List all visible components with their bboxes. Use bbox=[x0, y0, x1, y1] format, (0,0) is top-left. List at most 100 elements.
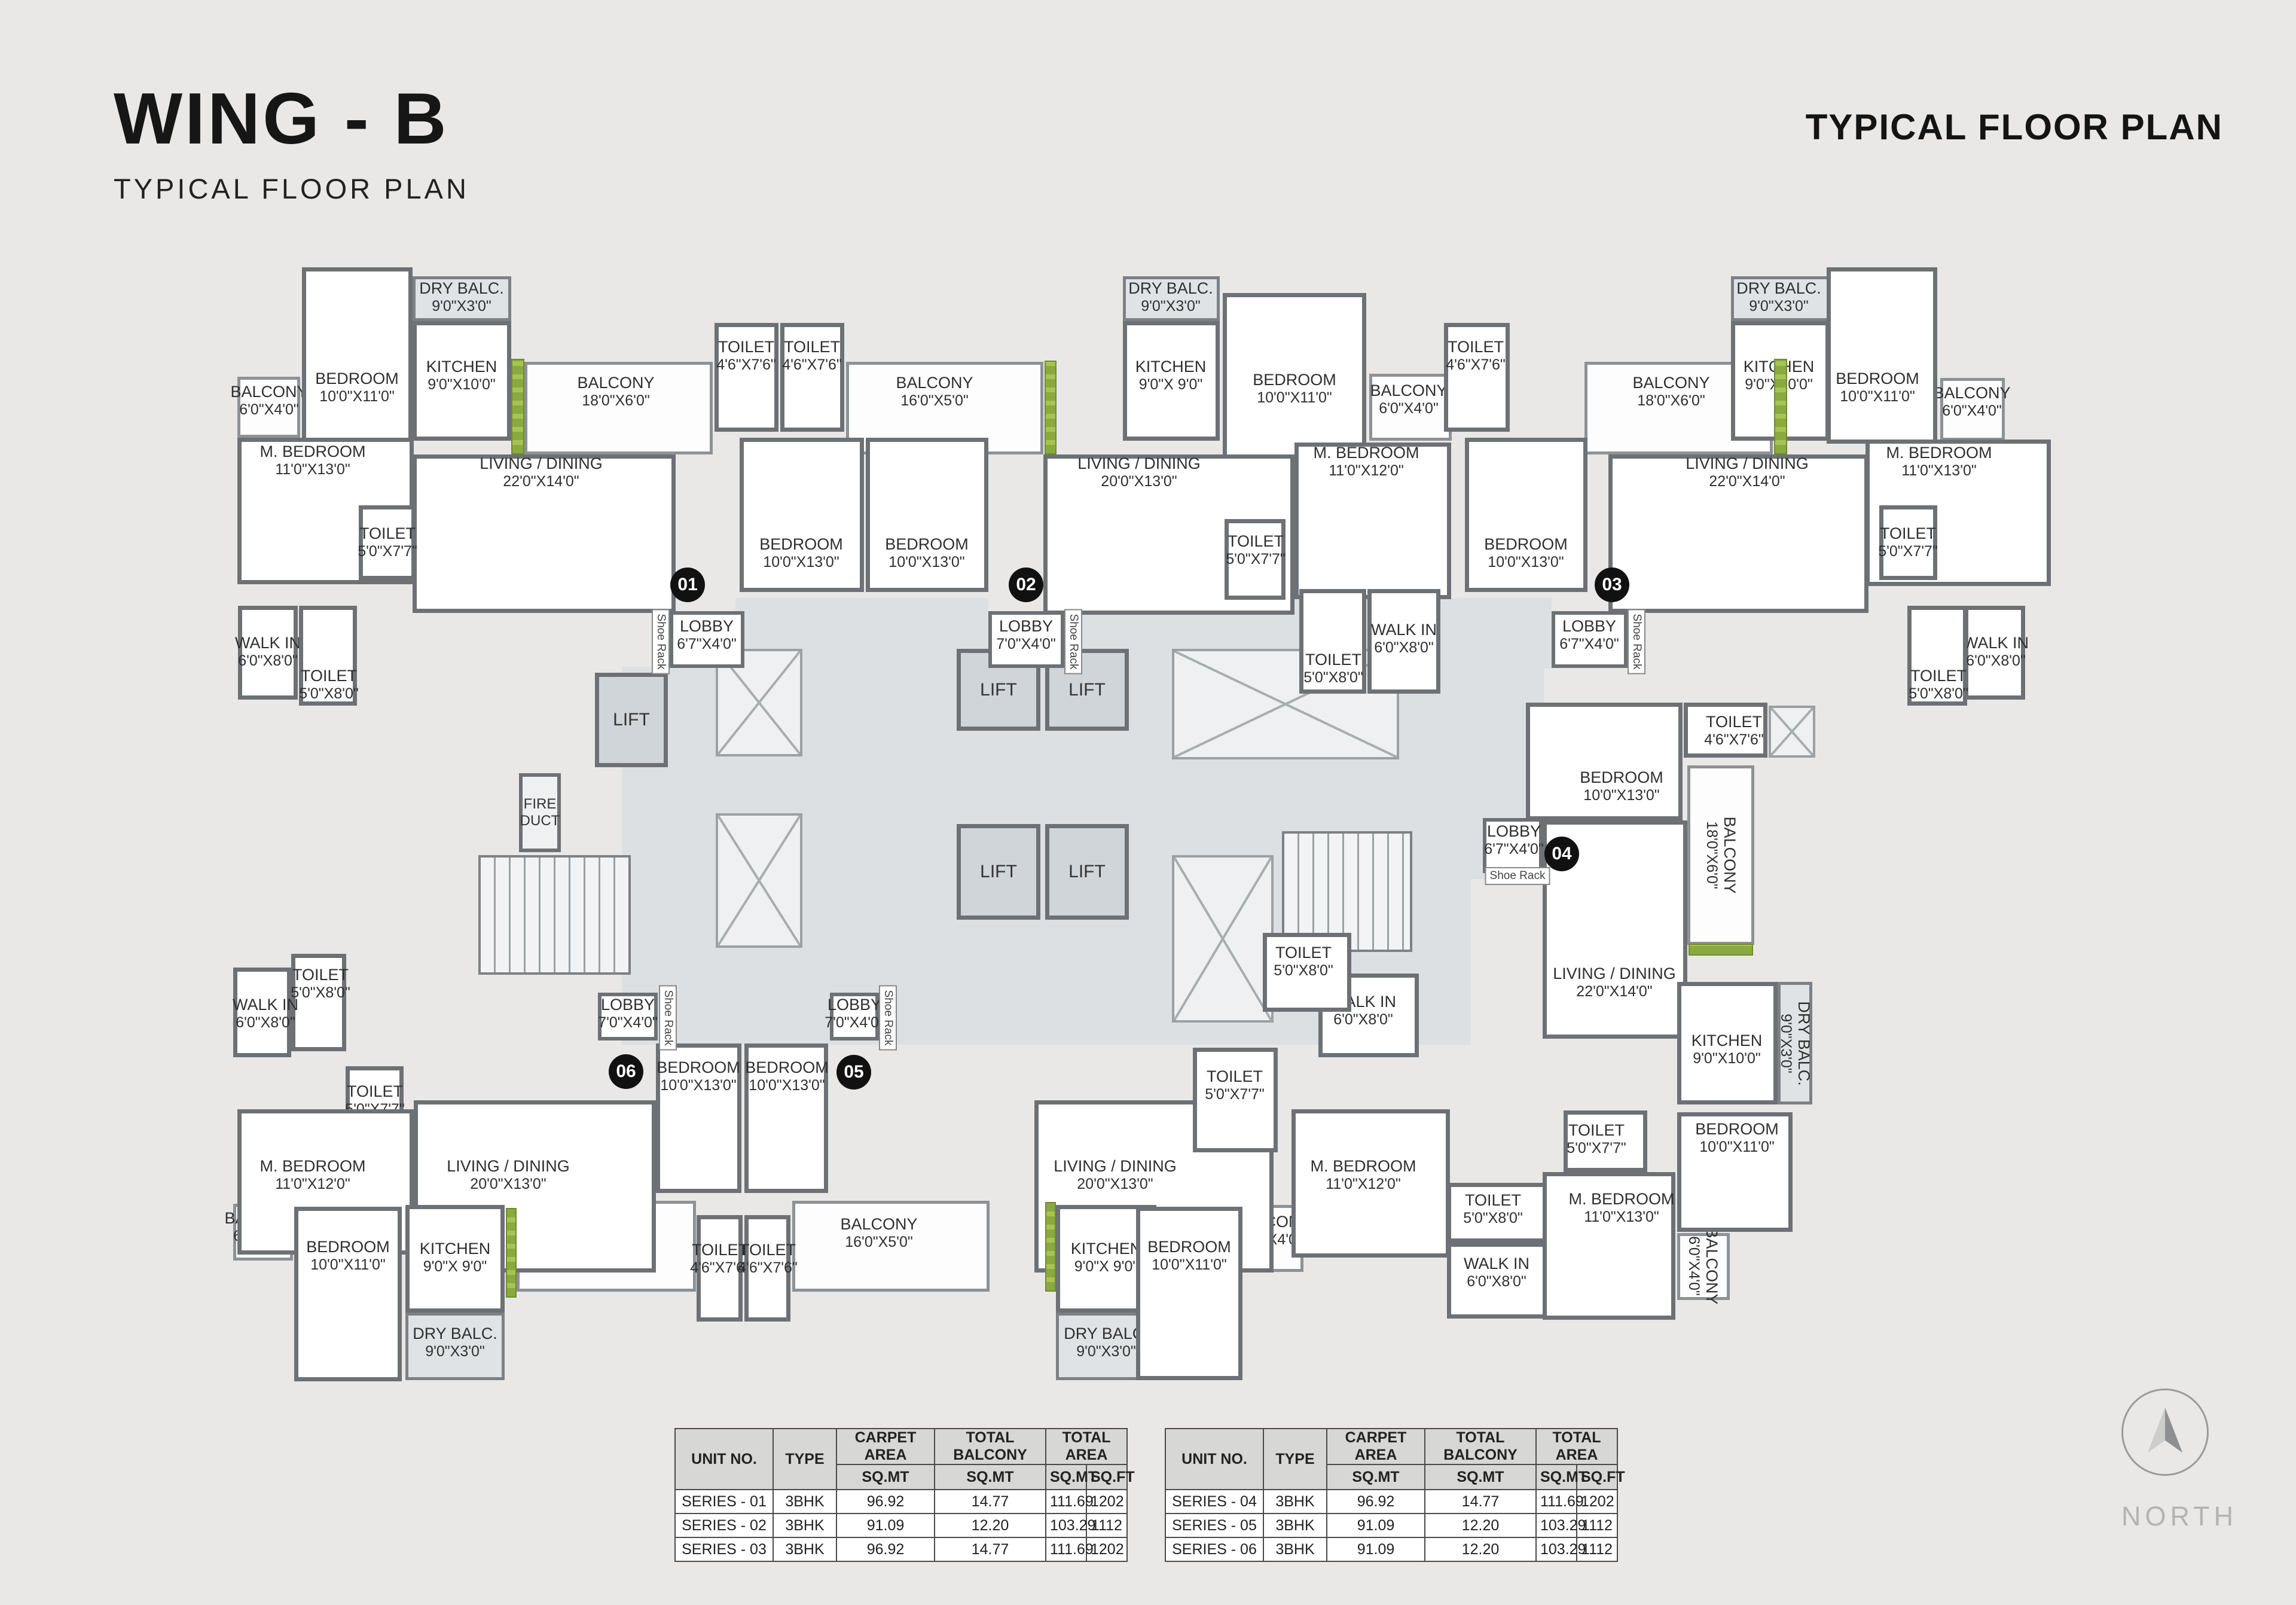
room-name: WALK IN bbox=[1463, 1255, 1530, 1273]
room-dimensions: 7'0"X4'0" bbox=[996, 636, 1056, 653]
room-name: TOILET bbox=[691, 1241, 749, 1259]
room-dimensions: 5'0"X8'0" bbox=[1909, 685, 1968, 703]
room-dimensions: 5'0"X7'7" bbox=[1878, 543, 1938, 560]
room-dimensions: 9'0"X 9'0" bbox=[423, 1258, 487, 1276]
room-dimensions: 4'6"X7'6" bbox=[738, 1259, 798, 1277]
room-dimensions: 9'0"X3'0" bbox=[1749, 298, 1809, 315]
room-dimensions: 6'0"X4'0" bbox=[1685, 1236, 1702, 1296]
room-kitchen bbox=[1677, 982, 1778, 1104]
room-bedroom bbox=[740, 438, 864, 592]
room-dimensions: 10'0"X11'0" bbox=[1257, 389, 1332, 407]
room-name: TOILET bbox=[718, 338, 775, 356]
table-cell: 111.69 bbox=[1045, 1489, 1094, 1514]
col-total-sqmt: SQ.MT bbox=[1045, 1464, 1097, 1490]
room-name: TOILET bbox=[359, 524, 416, 543]
col-unit-no: UNIT NO. bbox=[674, 1428, 774, 1490]
room-toilet bbox=[1879, 505, 1937, 580]
room-dry-balc bbox=[405, 1313, 505, 1380]
col-balcony-sqmt: SQ.MT bbox=[1424, 1464, 1537, 1490]
room-dimensions: 5'0"X8'0" bbox=[1274, 962, 1333, 980]
room-name: KITCHEN bbox=[1691, 1032, 1763, 1050]
room-dimensions: 20'0"X13'0" bbox=[1101, 473, 1177, 490]
col-total: TOTAL AREA bbox=[1045, 1428, 1128, 1465]
room-name: LIVING / DINING bbox=[480, 454, 603, 473]
table-cell: 96.92 bbox=[1326, 1489, 1425, 1514]
room-name: BEDROOM bbox=[1580, 768, 1663, 787]
room-label-dry-balc: DRY BALC.9'0"X3'0" bbox=[1064, 1325, 1149, 1360]
unit-badge-04: 04 bbox=[1544, 837, 1579, 871]
room-name: KITCHEN bbox=[1135, 358, 1207, 376]
unit-badge-05: 05 bbox=[836, 1055, 871, 1090]
room-name: BALCONY bbox=[1632, 374, 1710, 392]
table-cell: 96.92 bbox=[836, 1537, 935, 1562]
room-name: DRY BALC. bbox=[1736, 279, 1821, 298]
room-dimensions: 11'0"X13'0" bbox=[1584, 1209, 1659, 1226]
lift-shaft: LIFT bbox=[595, 673, 668, 767]
table-cell: 111.69 bbox=[1045, 1537, 1094, 1562]
page-subtitle: TYPICAL FLOOR PLAN bbox=[114, 173, 469, 205]
unit-badge-03: 03 bbox=[1595, 567, 1629, 602]
room-name: KITCHEN bbox=[1070, 1240, 1142, 1258]
col-unit-no: UNIT NO. bbox=[1165, 1428, 1264, 1490]
col-carpet-sqmt: SQ.MT bbox=[1326, 1464, 1425, 1490]
shoe-rack-label: Shoe Rack bbox=[659, 985, 677, 1051]
col-balcony: TOTAL BALCONY bbox=[1424, 1428, 1537, 1465]
col-total-sqft: SQ.FT bbox=[1086, 1464, 1135, 1490]
room-dimensions: 18'0"X6'0" bbox=[582, 392, 650, 410]
room-name: LOBBY bbox=[999, 617, 1054, 636]
room-dimensions: 16'0"X5'0" bbox=[900, 392, 969, 410]
room-name: DRY BALC. bbox=[1794, 1001, 1813, 1086]
table-cell: 3BHK bbox=[1263, 1537, 1327, 1562]
room-label-dry-balc: DRY BALC.9'0"X3'0" bbox=[1736, 279, 1821, 315]
unit-badge-06: 06 bbox=[609, 1054, 643, 1089]
room-kitchen bbox=[413, 321, 511, 441]
room-dry-balc bbox=[1731, 276, 1830, 321]
unit-badge-01: 01 bbox=[670, 567, 705, 602]
table-cell: 3BHK bbox=[773, 1513, 837, 1538]
room-bedroom bbox=[302, 267, 413, 444]
room-dry-balc bbox=[413, 276, 511, 321]
room-dimensions: 9'0"X 9'0" bbox=[1074, 1258, 1138, 1276]
room-dimensions: 7'0"X4'0" bbox=[598, 1014, 658, 1032]
room-dimensions: 6'0"X8'0" bbox=[1374, 639, 1434, 657]
room-name: M. BEDROOM bbox=[1886, 444, 1992, 462]
north-label: NORTH bbox=[2121, 1501, 2238, 1531]
room-dimensions: 10'0"X13'0" bbox=[660, 1077, 737, 1094]
room-dimensions: 9'0"X10'0" bbox=[428, 376, 496, 393]
room-name: BALCONY bbox=[1720, 816, 1739, 894]
table-cell: SERIES - 01 bbox=[674, 1489, 774, 1514]
room-toilet bbox=[1564, 1110, 1647, 1172]
room-walk-in bbox=[238, 606, 298, 700]
room-name: DRY BALC. bbox=[1064, 1325, 1149, 1343]
table-cell: 14.77 bbox=[1424, 1489, 1537, 1514]
table-cell: 91.09 bbox=[836, 1513, 935, 1538]
room-name: BEDROOM bbox=[657, 1058, 740, 1077]
room-walk-in bbox=[233, 968, 291, 1057]
room-living-dining bbox=[413, 454, 676, 613]
fire-duct: FIRE DUCT bbox=[519, 773, 561, 852]
room-dimensions: 6'7"X4'0" bbox=[677, 636, 737, 653]
room-dry-balc bbox=[1123, 276, 1220, 321]
room-bedroom bbox=[1465, 438, 1587, 592]
table-cell: 103.29 bbox=[1535, 1513, 1586, 1538]
shoe-rack-label: Shoe Rack bbox=[1485, 867, 1550, 885]
unit-area-table-2: UNIT NO. TYPE CARPET AREA TOTAL BALCONY … bbox=[1165, 1428, 1625, 1562]
room-dimensions: 18'0"X6'0" bbox=[1703, 821, 1720, 889]
room-toilet bbox=[1684, 703, 1767, 758]
